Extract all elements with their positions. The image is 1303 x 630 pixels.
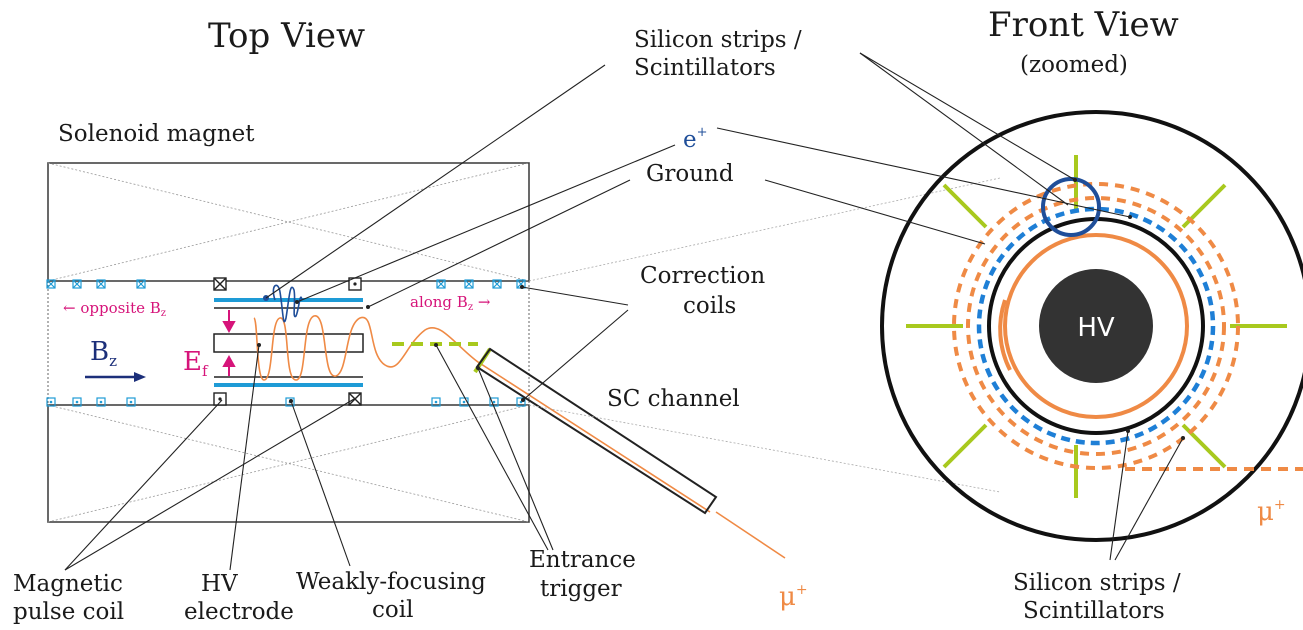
label-silicon-strips-bottom-line1: Silicon strips /: [1013, 570, 1181, 596]
label-hv-center: HV: [1077, 313, 1115, 343]
front-hv-core: [1039, 269, 1153, 383]
label-entrance-trigger-line2: trigger: [540, 576, 622, 602]
solenoid-cross-lines: [47, 162, 530, 523]
label-muon-left: μ+: [779, 582, 808, 612]
muon-trajectory: [253, 315, 711, 513]
label-silicon-strips-top-line1: Silicon strips /: [634, 27, 802, 53]
label-weakly-focusing-line2: coil: [372, 597, 413, 623]
correction-coils-top-row: [46, 279, 526, 289]
label-weakly-focusing-line1: Weakly-focusing: [296, 569, 486, 595]
label-positron: e+: [683, 125, 708, 153]
bz-arrow: [85, 372, 146, 382]
front-silicon-strips: [906, 155, 1287, 498]
front-orange-solid-arc: [998, 299, 1012, 371]
label-along-bz: along Bz →: [410, 293, 491, 313]
leader-lines: [64, 64, 676, 571]
label-ef: Ef: [183, 347, 209, 380]
correction-coils-bottom-row: [46, 397, 526, 407]
label-entrance-trigger-line1: Entrance: [529, 547, 636, 573]
title-front-view: Front View: [988, 5, 1179, 45]
label-bz: Bz: [90, 337, 117, 370]
front-orange-dashed-ring-inner: [966, 196, 1226, 456]
front-orange-solid-ring: [1003, 233, 1189, 419]
label-hv-electrode-line1: HV: [201, 571, 238, 597]
label-silicon-strips-top-line2: Scintillators: [634, 55, 776, 81]
title-front-view-subtitle: (zoomed): [1020, 52, 1128, 78]
front-blue-dashed-ring: [976, 206, 1216, 446]
label-solenoid-magnet: Solenoid magnet: [58, 121, 255, 147]
label-silicon-strips-bottom-line2: Scintillators: [1023, 598, 1165, 624]
label-correction-coils-line2: coils: [683, 293, 736, 319]
label-sc-channel: SC channel: [607, 386, 740, 412]
front-leader-dots: [1073, 178, 1185, 440]
sc-channel-tube: [475, 347, 718, 515]
front-orange-dashed-ring-outer: [952, 182, 1240, 470]
solenoid-upper-block: [47, 162, 530, 282]
positron-spiral: [272, 284, 303, 323]
label-ground: Ground: [646, 161, 734, 187]
front-view: Front View (zoomed) HV: [716, 5, 1303, 624]
label-opposite-bz: ← opposite Bz: [63, 299, 166, 319]
hv-electrode-bar: [213, 333, 364, 353]
efield-arrows: [222, 310, 236, 376]
label-hv-electrode-line2: electrode: [184, 599, 294, 625]
front-leader-lines: [716, 52, 1184, 561]
label-muon-right: μ+: [1257, 497, 1286, 527]
label-magnetic-pulse-coil-line1: Magnetic: [13, 571, 123, 597]
top-view: Top View Solenoid magnet Silicon strips …: [13, 16, 1001, 625]
front-outer-ring: [880, 110, 1303, 542]
solenoid-lower-block: [47, 404, 530, 523]
zoom-projection-lines: [528, 177, 1001, 493]
front-positron-circle: [1041, 177, 1101, 237]
label-magnetic-pulse-coil-line2: pulse coil: [13, 599, 124, 625]
title-top-view: Top View: [208, 16, 365, 56]
label-correction-coils-line1: Correction: [640, 263, 765, 289]
leader-dots: [257, 285, 525, 403]
